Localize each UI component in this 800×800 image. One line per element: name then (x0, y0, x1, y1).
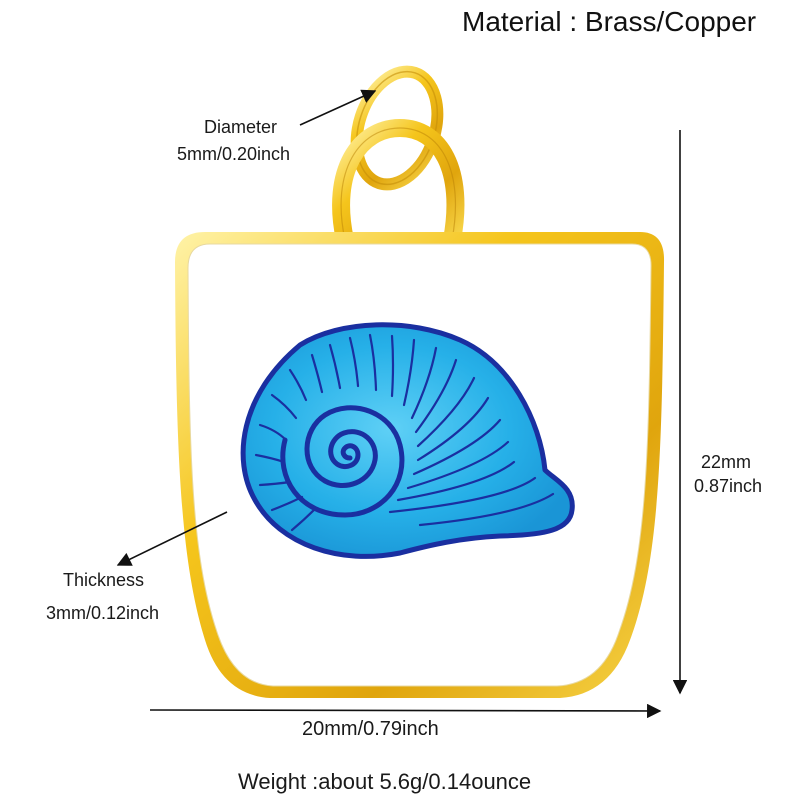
diameter-arrow (299, 89, 377, 126)
thickness-value: 3mm/0.12inch (46, 603, 160, 623)
diameter-label: Diameter (204, 117, 278, 137)
width-value: 20mm/0.79inch (302, 718, 439, 740)
material-label: Material : Brass/Copper (462, 6, 757, 37)
weight-label: Weight :about 5.6g/0.14ounce (238, 769, 532, 794)
snail-shell-icon (240, 322, 575, 559)
dimension-arrows (116, 89, 688, 719)
width-arrow (149, 703, 662, 719)
diameter-value: 5mm/0.20inch (177, 144, 291, 164)
thickness-arrow (116, 511, 228, 566)
height-mm-value: 22mm (701, 452, 752, 472)
height-inch-value: 0.87inch (694, 476, 763, 496)
thickness-label: Thickness (63, 570, 145, 590)
bail-loop (332, 118, 465, 249)
